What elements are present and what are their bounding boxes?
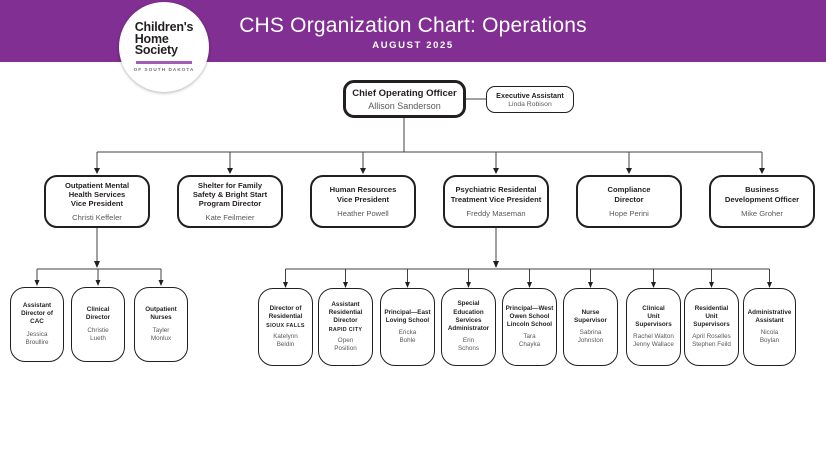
org-box-hr-vp: Human Resources Vice President Heather P… bbox=[310, 175, 416, 228]
logo-wordmark: Children's Home Society bbox=[134, 19, 194, 58]
box-title: Nurse Supervisor bbox=[574, 308, 607, 324]
box-title: Residential Unit Supervisors bbox=[693, 304, 730, 328]
box-name: Tara Chayka bbox=[518, 333, 541, 349]
org-box-nurse-supervisor: Nurse Supervisor Sabrina Johnston bbox=[563, 288, 618, 366]
box-name: Christie Lueth bbox=[87, 326, 109, 342]
page-subtitle: AUGUST 2025 bbox=[372, 40, 454, 51]
org-box-residential-unit-supervisors: Residential Unit Supervisors April Rosel… bbox=[684, 288, 739, 366]
box-title: Assistant Residential Director bbox=[328, 300, 363, 324]
org-box-director-residential-sioux-falls: Director of Residential SIOUX FALLS Kate… bbox=[258, 288, 313, 366]
box-location: SIOUX FALLS bbox=[266, 323, 305, 329]
org-box-clinical-director: Clinical Director Christie Lueth bbox=[71, 287, 125, 362]
box-name: April Roselles Stephen Feild bbox=[692, 333, 731, 349]
box-title: Special Education Services Administrator bbox=[447, 300, 490, 332]
box-title: Principal—East Loving School bbox=[384, 308, 431, 324]
box-name: Hope Perini bbox=[609, 208, 649, 218]
box-name: Linda Robison bbox=[508, 101, 552, 108]
org-box-special-education-administrator: Special Education Services Administrator… bbox=[441, 288, 496, 366]
box-title: Business Development Officer bbox=[724, 185, 800, 204]
box-name: Nicola Boylan bbox=[759, 329, 780, 345]
box-title: Clinical Unit Supervisors bbox=[635, 304, 672, 328]
box-title: Clinical Director bbox=[85, 306, 111, 322]
org-box-principal-east: Principal—East Loving School Ericka Bohl… bbox=[380, 288, 435, 366]
chs-logo: Children's Home Society OF SOUTH DAKOTA bbox=[119, 2, 209, 92]
org-box-administrative-assistant: Administrative Assistant Nicola Boylan bbox=[743, 288, 796, 366]
org-box-clinical-unit-supervisors: Clinical Unit Supervisors Rachel Walton … bbox=[626, 288, 681, 366]
org-box-business-development-officer: Business Development Officer Mike Groher bbox=[709, 175, 815, 228]
box-title: Outpatient Mental Health Services Vice P… bbox=[64, 180, 130, 209]
org-box-chief-operating-officer: Chief Operating Officer Allison Sanderso… bbox=[343, 80, 466, 118]
box-title: Chief Operating Officer bbox=[352, 87, 457, 99]
box-title: Executive Assistant bbox=[496, 91, 564, 100]
page-title: CHS Organization Chart: Operations bbox=[239, 14, 587, 37]
box-name: Sabrina Johnston bbox=[577, 329, 604, 345]
box-name: Jessica Broullire bbox=[25, 330, 49, 346]
org-box-psychiatric-residential-vp: Psychiatric Residental Treatment Vice Pr… bbox=[443, 175, 549, 228]
box-name: Freddy Maseman bbox=[466, 208, 526, 218]
org-box-shelter-program-director: Shelter for Family Safety & Bright Start… bbox=[177, 175, 283, 228]
box-name: Christi Keffeler bbox=[72, 213, 122, 223]
box-title: Principal—West Owen School Lincoln Schoo… bbox=[505, 304, 554, 328]
box-title: Shelter for Family Safety & Bright Start… bbox=[192, 180, 268, 209]
org-box-outpatient-nurses: Outpatient Nurses Tayler Monlux bbox=[134, 287, 188, 362]
box-title: Psychiatric Residental Treatment Vice Pr… bbox=[450, 185, 542, 204]
box-title: Director of Residential bbox=[268, 304, 303, 320]
box-title: Compliance Director bbox=[607, 185, 651, 204]
box-name: Katelynn Beldin bbox=[273, 333, 298, 349]
box-name: Heather Powell bbox=[337, 208, 389, 218]
org-box-executive-assistant: Executive Assistant Linda Robison bbox=[486, 86, 574, 113]
box-title: Administrative Assistant bbox=[747, 308, 792, 324]
box-name: Rachel Walton Jenny Wallace bbox=[633, 333, 674, 349]
box-name: Erin Schons bbox=[457, 337, 479, 353]
box-name: Mike Groher bbox=[741, 208, 783, 218]
org-box-compliance-director: Compliance Director Hope Perini bbox=[576, 175, 682, 228]
org-box-assistant-director-cac: Assistant Director of CAC Jessica Broull… bbox=[10, 287, 64, 362]
box-title: Outpatient Nurses bbox=[145, 306, 177, 322]
org-box-outpatient-vp: Outpatient Mental Health Services Vice P… bbox=[44, 175, 150, 228]
org-box-principal-west: Principal—West Owen School Lincoln Schoo… bbox=[502, 288, 557, 366]
box-name: Open Position bbox=[334, 337, 357, 353]
box-name: Tayler Monlux bbox=[150, 326, 172, 342]
logo-underline bbox=[136, 61, 192, 65]
org-box-assistant-residential-director-rapid-city: Assistant Residential Director RAPID CIT… bbox=[318, 288, 373, 366]
box-name: Allison Sanderson bbox=[368, 100, 441, 111]
box-name: Kate Feilmeier bbox=[205, 213, 255, 223]
box-name: Ericka Bohle bbox=[398, 329, 417, 345]
logo-tagline: OF SOUTH DAKOTA bbox=[133, 67, 195, 73]
box-title: Human Resources Vice President bbox=[329, 185, 397, 204]
box-location: RAPID CITY bbox=[328, 327, 363, 334]
box-title: Assistant Director of CAC bbox=[21, 302, 53, 326]
